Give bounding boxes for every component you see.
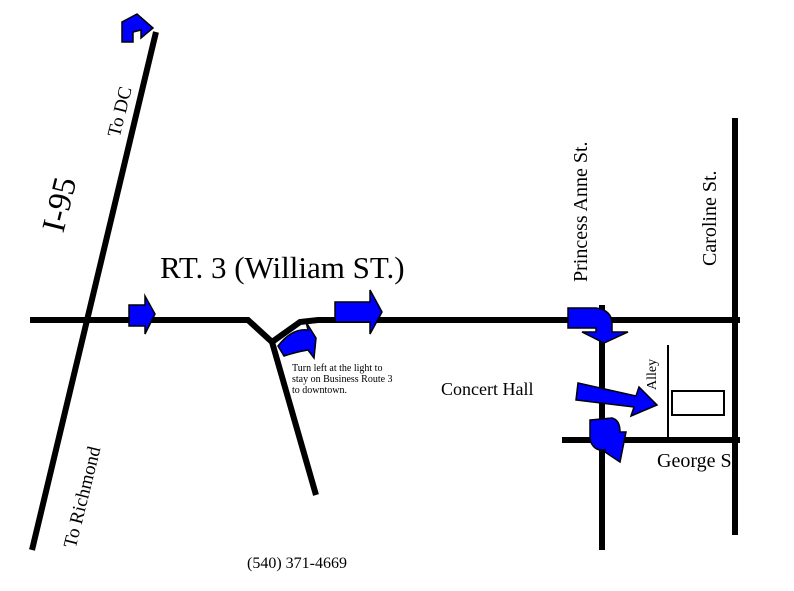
turn-note: Turn left at the light to stay on Busine… (292, 363, 393, 396)
george-label: George S (657, 450, 732, 472)
princess-anne-label: Princess Anne St. (570, 141, 592, 282)
direction-arrow-icon (128, 293, 156, 335)
direction-arrow-icon (334, 289, 383, 335)
direction-arrow-icon (121, 13, 155, 43)
phone-number: (540) 371-4669 (247, 555, 347, 572)
turn-note-line: to downtown. (292, 385, 347, 396)
rt3-road-east (270, 317, 740, 345)
rt3-road-west (30, 317, 275, 345)
business-route-branch-road (269, 341, 319, 496)
concert-hall-label: Concert Hall (441, 379, 534, 399)
caroline-label: Caroline St. (699, 170, 721, 266)
turn-note-line: Turn left at the light to (292, 363, 383, 374)
i95-road (29, 31, 159, 551)
alley-label: Alley (645, 358, 660, 390)
direction-arrow-icon (277, 321, 317, 360)
direction-arrow-icon (575, 382, 659, 418)
direction-arrow-icon (567, 307, 629, 344)
direction-arrow-icon (589, 417, 627, 464)
concert-hall-building (671, 390, 725, 416)
rt3-label: RT. 3 (William ST.) (160, 250, 405, 285)
turn-note-line: stay on Business Route 3 (292, 374, 393, 385)
